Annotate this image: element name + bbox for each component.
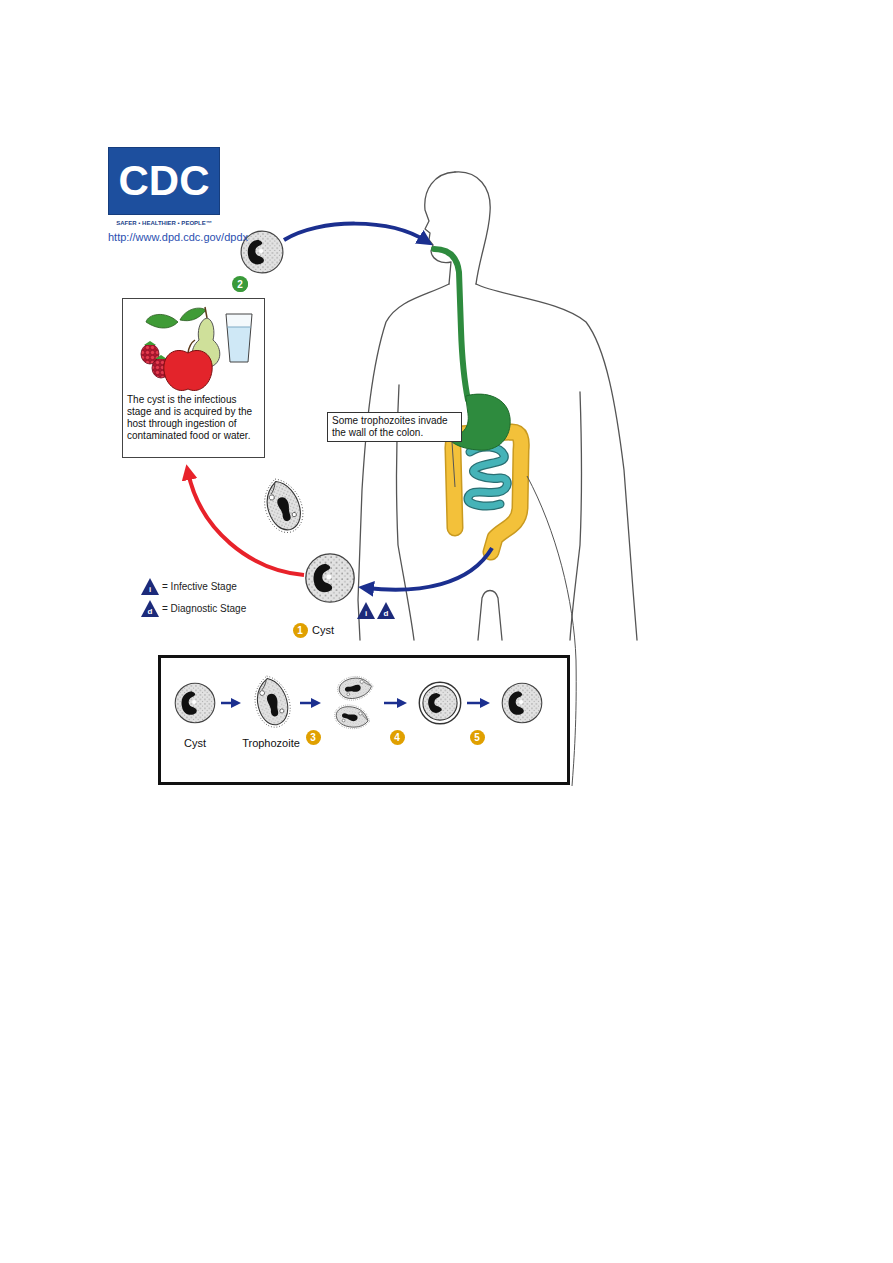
stage-letter: i — [149, 585, 151, 594]
callout-number: 1 — [293, 623, 308, 638]
logo-text: CDC — [119, 159, 210, 203]
logo-tagline: SAFER • HEALTHIER • PEOPLE™ — [116, 220, 211, 227]
stage-label: Trophozoite — [242, 737, 300, 750]
trophozoite-figure — [257, 473, 310, 537]
excretion-arrow — [366, 548, 492, 590]
stage-triangles — [141, 578, 395, 619]
legend-entry: = Infective Stage — [162, 581, 237, 593]
legend-text: = Diagnostic Stage — [162, 603, 246, 615]
stage-label: Cyst — [184, 737, 206, 750]
callout-number: 5 — [470, 730, 485, 745]
callout-text: Some trophozoites invade the wall of the… — [332, 415, 457, 439]
note-text: The cyst is the infectious stage and is … — [127, 394, 260, 442]
legend-entry: = Diagnostic Stage — [162, 603, 246, 615]
digestive-tract — [434, 249, 521, 552]
stage-letter: d — [384, 609, 389, 618]
stage-label: Cyst — [312, 624, 334, 637]
transmission-note-box: The cyst is the infectious stage and is … — [122, 298, 265, 458]
callout-box: Some trophozoites invade the wall of the… — [327, 412, 462, 442]
stage-letter: i — [365, 609, 367, 618]
food-water-icons — [141, 307, 252, 390]
development-sequence — [175, 672, 542, 732]
cdc-logo: CDCSAFER • HEALTHIER • PEOPLE™ — [108, 147, 220, 215]
callout-number: 3 — [306, 730, 321, 745]
url-text: http://www.dpd.cdc.gov/dpdx — [108, 231, 248, 244]
cyst-figure — [306, 554, 354, 602]
human-outline — [358, 172, 637, 640]
development-box: Cyst Trophozoite — [158, 655, 570, 785]
legend-text: = Infective Stage — [162, 581, 237, 593]
callout-number: 2 — [233, 277, 248, 292]
callout-number: 4 — [390, 730, 405, 745]
callout-disc — [232, 276, 248, 292]
leader-line — [452, 442, 455, 487]
stage-letter: d — [148, 607, 153, 616]
ingestion-arrow — [284, 224, 426, 241]
